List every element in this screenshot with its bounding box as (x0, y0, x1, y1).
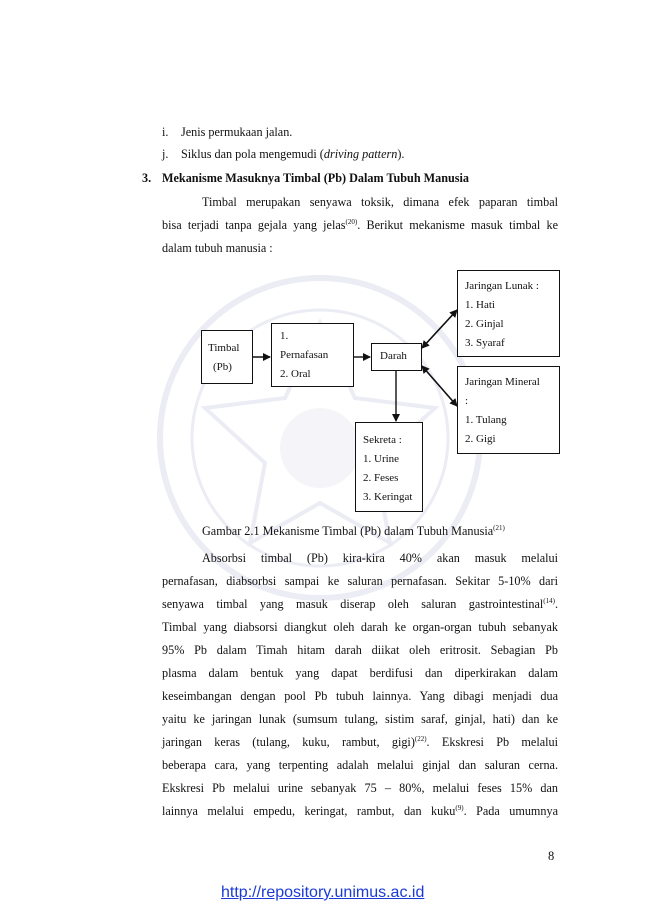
body-line-3: senyawa timbal yang masuk diserap oleh s… (162, 597, 558, 611)
body-line-12: lainnya melalui empedu, keringat, rambut… (162, 804, 559, 818)
body-line-6: plasma dalam bentuk yang dapat berdifusi… (162, 666, 558, 680)
section-number: 3. (142, 171, 152, 185)
box-timbal: Timbal (Pb) (201, 330, 253, 384)
page-number: 8 (548, 849, 555, 863)
box-sekreta: Sekreta : 1. Urine 2. Feses 3. Keringat (355, 422, 423, 512)
intro-line-3: dalam tubuh manusia : (162, 241, 273, 255)
box-darah: Darah (371, 343, 422, 371)
arrow-lunak-to-darah (421, 309, 458, 349)
body-line-9: jaringan keras (tulang, kuku, rambut, gi… (162, 735, 558, 749)
section-title: Mekanisme Masuknya Timbal (Pb) Dalam Tub… (162, 171, 470, 185)
repository-link[interactable]: http://repository.unimus.ac.id (221, 884, 425, 901)
figure-caption: Gambar 2.1 Mekanisme Timbal (Pb) dalam T… (202, 524, 505, 538)
arrow-mineral-to-darah (421, 365, 458, 407)
body-line-2: pernafasan, diabsorbsi sampai ke saluran… (162, 574, 558, 588)
list-marker-i: i. (162, 125, 169, 139)
body-line-10: beberapa cara, yang terpenting adalah me… (162, 758, 558, 772)
body-line-1: Absorbsi timbal (Pb) kira-kira 40% akan … (202, 551, 558, 565)
list-item-j: Siklus dan pola mengemudi (driving patte… (181, 147, 405, 161)
arrow-darah-to-lunak (421, 309, 458, 349)
body-line-5: 95% Pb dalam Timah hitam darah diikat ol… (162, 643, 558, 657)
box-jaringan-mineral: Jaringan Mineral : 1. Tulang 2. Gigi (457, 366, 560, 454)
box-jaringan-lunak: Jaringan Lunak : 1. Hati 2. Ginjal 3. Sy… (457, 270, 560, 357)
body-line-4: Timbal yang diabsorsi diangkut oleh dara… (162, 620, 558, 634)
list-item-i: Jenis permukaan jalan. (181, 125, 293, 139)
body-line-7: keseimbangan dengan pool Pb tubuh lainny… (162, 689, 558, 703)
body-line-8: yaitu ke jaringan lunak (sumsum tulang, … (162, 712, 558, 726)
intro-line-2: bisa terjadi tanpa gejala yang jelas(20)… (162, 218, 558, 232)
list-marker-j: j. (162, 147, 169, 161)
arrow-darah-to-mineral (421, 365, 458, 407)
body-line-11: Ekskresi Pb melalui urine sebanyak 75 – … (162, 781, 558, 795)
intro-line-1: Timbal merupakan senyawa toksik, dimana … (202, 195, 558, 209)
box-entry-route: 1. Pernafasan 2. Oral (271, 323, 354, 387)
